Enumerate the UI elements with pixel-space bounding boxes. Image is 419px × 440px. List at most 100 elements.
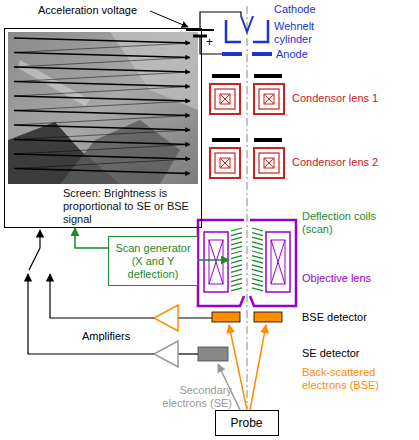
part-label: Deflection coils (scan)	[302, 210, 402, 236]
scan-line	[14, 140, 190, 145]
aperture-bar	[254, 74, 282, 78]
leader-arrow	[150, 11, 188, 27]
probe-box: Probe	[215, 410, 279, 436]
retrace-line	[14, 101, 190, 111]
coil-winding	[231, 246, 242, 249]
coil-winding	[252, 228, 263, 231]
coil-winding	[231, 274, 242, 277]
scan-line	[14, 96, 190, 101]
coil-winding	[252, 242, 263, 245]
scan-line	[14, 53, 190, 58]
signal-connector	[75, 228, 108, 248]
part-label: Objective lens	[302, 272, 412, 285]
scan-line	[14, 67, 190, 72]
retrace-line	[14, 130, 190, 140]
screen-box: Screen: Brightness is proportional to SE…	[4, 28, 202, 228]
coil-winding	[252, 256, 263, 259]
scan-line	[14, 125, 190, 130]
amplifier-symbol	[154, 341, 178, 367]
bse-detector	[212, 312, 240, 322]
wehnelt-cylinder	[226, 20, 241, 42]
scan-signal-arrow	[198, 259, 229, 261]
node-text: Screen: Brightness is proportional to SE…	[63, 187, 197, 226]
scan-line	[14, 154, 190, 159]
wire	[200, 12, 241, 30]
retrace-line	[14, 159, 190, 169]
signal-wire	[178, 317, 212, 318]
aperture-bar	[212, 74, 240, 78]
aperture-bar	[254, 138, 282, 142]
coil-winding	[231, 251, 242, 254]
part-label: Wehnelt cylinder	[274, 20, 336, 46]
coil-winding	[252, 233, 263, 236]
scan-line	[14, 169, 190, 174]
raster-lines	[14, 38, 190, 174]
coil-winding	[231, 256, 242, 259]
signal-wire	[28, 274, 154, 354]
coil-winding	[252, 260, 263, 263]
coil-winding	[252, 265, 263, 268]
deflection-coils	[231, 228, 263, 291]
switch-lever	[29, 248, 40, 270]
node-text: Scan generator (X and Y deflection)	[113, 242, 193, 281]
coil-winding	[252, 269, 263, 272]
part-label: Amplifiers	[82, 330, 152, 343]
scan-line	[14, 111, 190, 116]
objective-lens	[198, 220, 296, 306]
condenser-coil	[210, 148, 284, 178]
screen-image	[8, 32, 198, 184]
coil-winding	[231, 242, 242, 245]
coil-winding	[231, 288, 242, 291]
scan-generator-box: Scan generator (X and Y deflection)	[108, 236, 198, 286]
scan-line	[14, 38, 190, 43]
coil-winding	[231, 269, 242, 272]
amplifier-symbol	[154, 305, 178, 331]
part-label: Cathode	[274, 3, 374, 16]
part-label: SE detector	[302, 347, 412, 360]
coil-winding	[252, 274, 263, 277]
optical-axis	[247, 6, 248, 408]
node-text: Probe	[216, 417, 277, 430]
coil-winding	[231, 228, 242, 231]
coil-winding	[231, 283, 242, 286]
bse-path	[250, 325, 266, 410]
coil-winding	[252, 279, 263, 282]
coil-winding	[252, 251, 263, 254]
coil-winding	[252, 246, 263, 249]
callout-label: Acceleration voltage	[38, 4, 153, 17]
signal-label: Secondary electrons (SE)	[140, 384, 232, 410]
retrace-line	[14, 145, 190, 155]
coil-winding	[252, 283, 263, 286]
part-label: Condensor lens 1	[292, 92, 417, 105]
retrace-line	[14, 43, 190, 53]
part-label: Anode	[276, 48, 356, 61]
part-label: Condensor lens 2	[292, 156, 417, 169]
anode-plate	[252, 52, 272, 56]
aperture-bar	[212, 138, 240, 142]
coil-winding	[231, 265, 242, 268]
anode-plate	[222, 52, 242, 56]
coil-winding	[252, 237, 263, 240]
coil-winding	[252, 288, 263, 291]
coil-winding	[231, 260, 242, 263]
signal-wire	[178, 353, 198, 354]
se-detector	[198, 347, 228, 361]
retrace-line	[14, 72, 190, 82]
retrace-line	[14, 58, 190, 68]
part-label: BSE detector	[302, 311, 412, 324]
bse-detector	[254, 312, 282, 322]
retrace-line	[14, 87, 190, 97]
retrace-line	[14, 116, 190, 126]
wehnelt-cylinder	[253, 20, 268, 42]
condenser-coil	[210, 84, 284, 114]
coil-winding	[231, 237, 242, 240]
coil-winding	[231, 233, 242, 236]
wire	[200, 36, 222, 54]
scan-line	[14, 82, 190, 87]
signal-wire	[39, 230, 40, 248]
coil-winding	[231, 279, 242, 282]
polarity-sign: +	[206, 36, 220, 49]
cathode-filament	[241, 16, 253, 32]
